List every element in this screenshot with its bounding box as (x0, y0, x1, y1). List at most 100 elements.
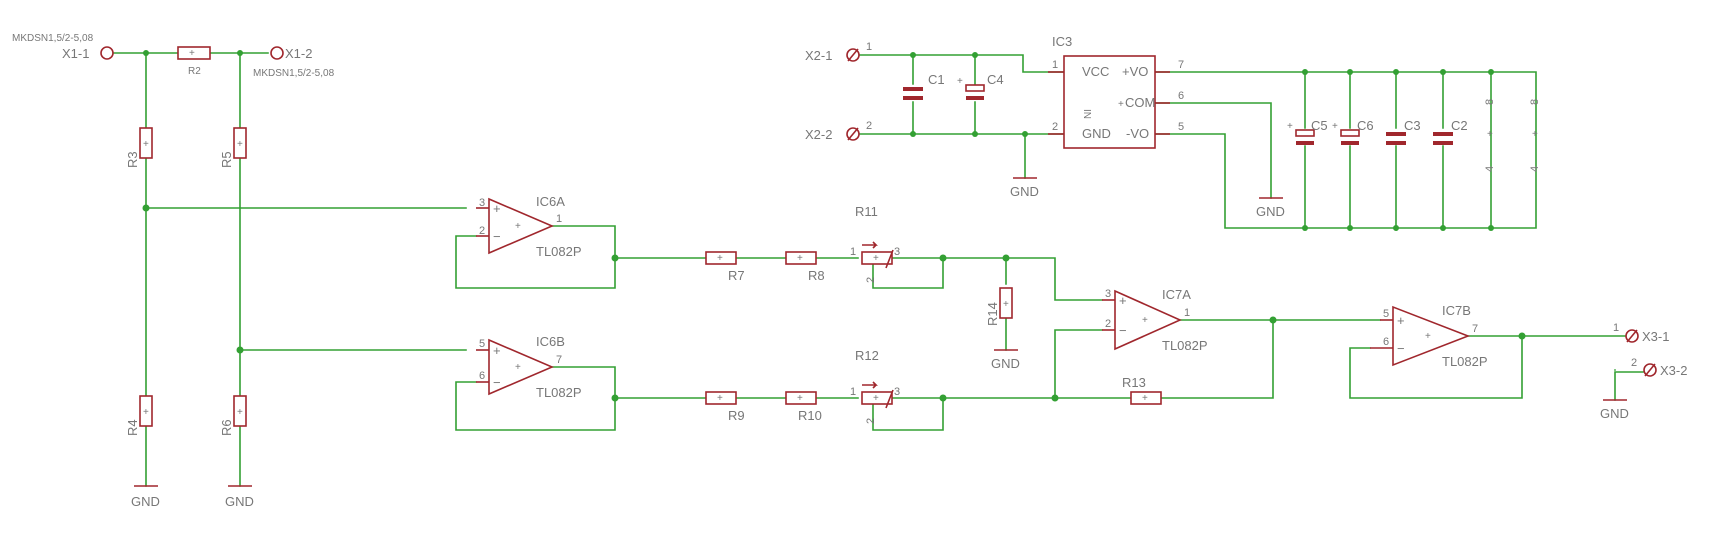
plus-sign: + (237, 139, 243, 150)
pin-number: 6 (1383, 336, 1389, 348)
connector-x3-1: X3-1 1 (1613, 322, 1669, 344)
pin-number: 6 (1178, 90, 1184, 102)
plus-sign: + (1003, 299, 1009, 310)
pin-number: 2 (1052, 121, 1058, 133)
plus-sign: + (1142, 393, 1148, 404)
pin-number: 6 (479, 370, 485, 382)
resistor-r7: + R7 (705, 251, 745, 283)
r14-label: R14 (985, 302, 1000, 326)
x1-part-label: MKDSN1,5/2-5,08 (12, 33, 94, 44)
pin-number: 5 (479, 338, 485, 350)
r7-label: R7 (728, 268, 745, 283)
ic6b-part: TL082P (536, 385, 582, 400)
gnd-pin-label: GND (1082, 126, 1111, 141)
x3-1-label: X3-1 (1642, 329, 1669, 344)
capacitor-c4: + C4 (957, 72, 1004, 100)
inv-sign: − (493, 229, 501, 244)
opamp-ic7b: + − + 5 6 7 IC7B TL082P (1370, 303, 1488, 369)
plus-sign: + (1332, 121, 1338, 132)
ic3-label: IC3 (1052, 34, 1072, 49)
pin-number: 1 (850, 246, 856, 258)
pin-number: 2 (1105, 318, 1111, 330)
wires (103, 52, 1644, 487)
ic7b-part: TL082P (1442, 354, 1488, 369)
resistor-r14: + R14 (985, 287, 1013, 326)
x1-2-label: X1-2 (285, 46, 312, 61)
plus-vo-pin-label: +VO (1122, 64, 1148, 79)
opamp-ic6b: + − + 5 6 7 IC6B TL082P (476, 334, 582, 400)
plus-sign: + (1118, 99, 1124, 110)
ic6a-part: TL082P (536, 244, 582, 259)
c5-label: C5 (1311, 118, 1328, 133)
noninv-sign: + (493, 201, 501, 216)
plus-sign: + (143, 139, 149, 150)
capacitor-c2: C2 (1433, 118, 1468, 145)
ground-symbol: GND (1600, 399, 1629, 421)
r2-label: R2 (188, 66, 201, 77)
plus-sign: + (1532, 129, 1538, 140)
resistor-r13: + R13 (1122, 375, 1162, 405)
plus-sign: + (797, 253, 803, 264)
resistor-r6: + R6 (219, 395, 247, 436)
plus-sign: + (1425, 331, 1431, 342)
resistor-r4: + R4 (125, 395, 153, 436)
inv-sign: − (493, 375, 501, 390)
r3-label: R3 (125, 151, 140, 168)
x3-2-label: X3-2 (1660, 363, 1687, 378)
pin-number: 2 (865, 418, 877, 424)
pin-number: 2 (865, 277, 877, 283)
x1-2-part-label: MKDSN1,5/2-5,08 (253, 68, 335, 79)
plus-sign: + (873, 253, 879, 264)
c6-label: C6 (1357, 118, 1374, 133)
plus-sign: + (717, 393, 723, 404)
pin-number: 1 (1052, 59, 1058, 71)
ground-symbol: GND (225, 485, 254, 509)
plus-sign: + (189, 48, 195, 59)
potentiometer-r12: + R12 1 3 2 (850, 348, 900, 424)
pin-number: 5 (1178, 121, 1184, 133)
inv-sign: − (1119, 323, 1127, 338)
r4-label: R4 (125, 419, 140, 436)
plus-sign: + (957, 76, 963, 87)
minus-vo-pin-label: -VO (1126, 126, 1149, 141)
resistor-r10: + R10 (785, 391, 822, 423)
plus-sign: + (797, 393, 803, 404)
pin-number: 7 (556, 354, 562, 366)
pin-number: 2 (866, 120, 872, 132)
pin-number: 3 (1105, 288, 1111, 300)
ground-symbol: GND (991, 349, 1020, 371)
pin-number: 2 (479, 225, 485, 237)
ic7a-part: TL082P (1162, 338, 1208, 353)
c4-label: C4 (987, 72, 1004, 87)
plus-sign: + (1142, 315, 1148, 326)
plus-sign: + (873, 393, 879, 404)
connector-x1-2: X1-2 MKDSN1,5/2-5,08 (253, 46, 335, 79)
opamp-supply-pins: + 8 4 + 8 4 (1484, 99, 1541, 172)
pin-number: 8 (1529, 99, 1541, 105)
resistor-r2: + R2 (177, 46, 211, 77)
noninv-sign: + (1397, 313, 1405, 328)
capacitor-c6: + C6 (1332, 118, 1374, 145)
pin-number: 5 (1383, 308, 1389, 320)
connector-x2-2: X2-2 2 (805, 120, 872, 142)
pin-number: 1 (556, 213, 562, 225)
c1-label: C1 (928, 72, 945, 87)
potentiometer-r11: + R11 1 3 2 (850, 204, 900, 283)
gnd-label: GND (1600, 406, 1629, 421)
gnd-label: GND (1010, 184, 1039, 199)
plus-sign: + (1487, 129, 1493, 140)
r11-label: R11 (855, 204, 878, 219)
converter-ic3: IC3 VCC +VO COM + GND -VO IN 1 2 7 6 5 (1048, 34, 1184, 149)
x2-1-label: X2-1 (805, 48, 832, 63)
pin-number: 3 (479, 197, 485, 209)
plus-sign: + (515, 362, 521, 373)
ground-symbol: GND (1010, 177, 1039, 199)
ground-symbol: GND (1256, 197, 1285, 219)
plus-sign: + (143, 407, 149, 418)
r6-label: R6 (219, 419, 234, 436)
c2-label: C2 (1451, 118, 1468, 133)
pin-number: 1 (1613, 322, 1619, 334)
ic7b-label: IC7B (1442, 303, 1471, 318)
junctions (142, 50, 1526, 402)
